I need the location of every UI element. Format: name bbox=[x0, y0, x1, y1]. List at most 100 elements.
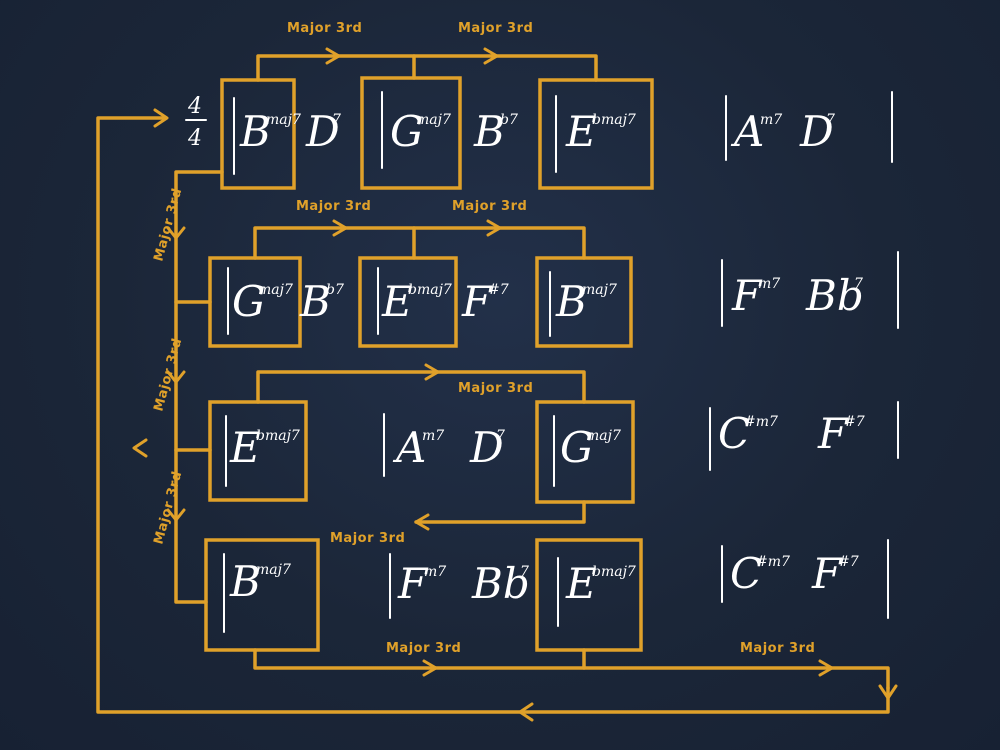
chord-root: A bbox=[730, 107, 764, 156]
chord-root: F bbox=[731, 271, 763, 320]
row1-label-2: Major 3rd bbox=[458, 21, 533, 36]
time-signature-bottom: 4 bbox=[187, 126, 202, 151]
chord-root: F bbox=[811, 549, 843, 598]
chord-quality: bmaj7 bbox=[592, 112, 636, 128]
chord-symbol: Bb7 bbox=[805, 271, 864, 320]
chord-quality: bmaj7 bbox=[592, 564, 636, 580]
box-row3-2 bbox=[535, 400, 635, 504]
chord-symbol: C#m7 bbox=[718, 409, 778, 458]
time-signature-top: 4 bbox=[187, 94, 202, 119]
chord-symbol: D7 bbox=[305, 107, 341, 156]
return-loop bbox=[96, 108, 898, 722]
chord-root: G bbox=[390, 107, 424, 156]
chord-symbol: F#7 bbox=[817, 409, 865, 458]
row4-label-1: Major 3rd bbox=[386, 641, 461, 656]
chord-root: F bbox=[817, 409, 849, 458]
chord-quality: #7 bbox=[838, 554, 859, 570]
row2-label-2: Major 3rd bbox=[452, 199, 527, 214]
chord-quality: maj7 bbox=[266, 112, 301, 128]
chord-quality: bmaj7 bbox=[408, 282, 452, 298]
left-spine: Major 3rd Major 3rd Major 3rd bbox=[151, 170, 224, 604]
chord-root: E bbox=[381, 277, 413, 326]
loop-marker-arrow bbox=[132, 438, 148, 458]
box-row4-2 bbox=[535, 538, 643, 652]
chord-quality: b7 bbox=[326, 282, 344, 298]
chord-symbol: Fm7 bbox=[397, 559, 446, 608]
chord-quality: 7 bbox=[332, 112, 341, 128]
chord-quality: 7 bbox=[826, 112, 835, 128]
spine-label-3: Major 3rd bbox=[151, 469, 185, 546]
row4-connectors: Major 3rd Major 3rd bbox=[253, 641, 890, 690]
chord-quality: b7 bbox=[500, 112, 518, 128]
chord-quality: m7 bbox=[758, 276, 780, 292]
chord-root: D bbox=[469, 423, 504, 472]
chord-quality: m7 bbox=[760, 112, 782, 128]
chord-quality: #7 bbox=[844, 414, 865, 430]
chord-root: D bbox=[799, 107, 834, 156]
chord-root: Bb bbox=[805, 271, 864, 320]
chord-root: B bbox=[555, 277, 587, 326]
chord-quality: #m7 bbox=[756, 554, 790, 570]
chord-root: F bbox=[461, 277, 493, 326]
chord-root: G bbox=[232, 277, 266, 326]
row3-label-2: Major 3rd bbox=[330, 531, 405, 546]
chord-quality: 7 bbox=[496, 428, 505, 444]
chord-quality: maj7 bbox=[256, 562, 291, 578]
chord-root: B bbox=[473, 107, 505, 156]
chord-symbol: Bb7 bbox=[299, 277, 344, 326]
chord-root: C bbox=[718, 409, 750, 458]
chord-quality: m7 bbox=[424, 564, 446, 580]
row3-connectors: Major 3rd Major 3rd bbox=[256, 363, 586, 546]
chord-root: A bbox=[392, 423, 426, 472]
chord-quality: maj7 bbox=[416, 112, 451, 128]
chord-root: Bb bbox=[471, 559, 530, 608]
row2-label-1: Major 3rd bbox=[296, 199, 371, 214]
chord-symbol: D7 bbox=[469, 423, 505, 472]
spine-label-1: Major 3rd bbox=[151, 186, 185, 263]
barlines bbox=[223, 91, 899, 633]
box-row2-2 bbox=[358, 256, 458, 348]
chord-quality: #m7 bbox=[744, 414, 778, 430]
chord-quality: 7 bbox=[854, 276, 863, 292]
box-row1-2 bbox=[360, 76, 462, 190]
chord-root: G bbox=[560, 423, 594, 472]
chord-symbol: D7 bbox=[799, 107, 835, 156]
box-row1-1 bbox=[220, 78, 296, 190]
chord-root: B bbox=[239, 107, 271, 156]
chord-quality: maj7 bbox=[258, 282, 293, 298]
box-row1-3 bbox=[538, 78, 654, 190]
chord-quality: 7 bbox=[520, 564, 529, 580]
chord-quality: maj7 bbox=[582, 282, 617, 298]
chord-quality: maj7 bbox=[586, 428, 621, 444]
chord-quality: #7 bbox=[488, 282, 509, 298]
chord-symbol: Am7 bbox=[730, 107, 782, 156]
chord-root: E bbox=[229, 423, 261, 472]
chord-symbol: Bb7 bbox=[473, 107, 518, 156]
box-row2-1 bbox=[208, 256, 302, 348]
chord-symbol: C#m7 bbox=[730, 549, 790, 598]
time-signature: 4 4 bbox=[185, 94, 207, 151]
chord-root: F bbox=[397, 559, 429, 608]
chord-root: B bbox=[299, 277, 331, 326]
box-row3-1 bbox=[208, 400, 308, 502]
chord-quality: m7 bbox=[422, 428, 444, 444]
chord-root: B bbox=[229, 557, 261, 606]
chord-root: E bbox=[565, 559, 597, 608]
chord-root: D bbox=[305, 107, 340, 156]
row3-label-1: Major 3rd bbox=[458, 381, 533, 396]
chord-quality: bmaj7 bbox=[256, 428, 300, 444]
chord-symbol: Fm7 bbox=[731, 271, 780, 320]
chord-symbol: Am7 bbox=[392, 423, 444, 472]
